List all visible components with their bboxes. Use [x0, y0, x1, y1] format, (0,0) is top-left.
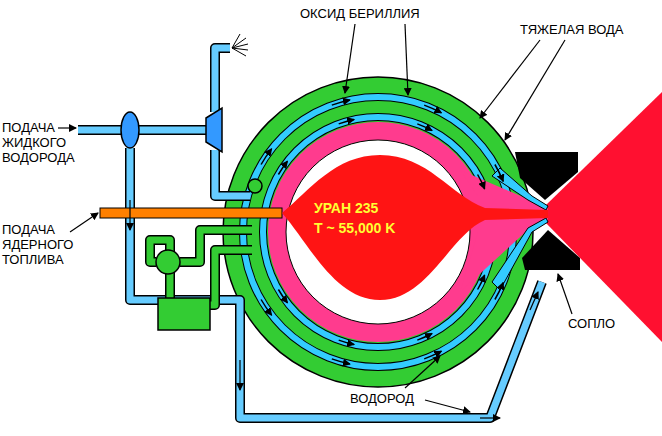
fuel-stream	[484, 208, 548, 220]
flow-arrow	[417, 124, 432, 131]
exhaust-plume	[545, 92, 662, 342]
flow-arrow	[278, 290, 287, 303]
nozzle-body	[522, 230, 580, 270]
part-label: СОПЛО	[568, 316, 615, 331]
fuel-feed-pipe	[100, 208, 282, 218]
part-label: ВОДОРОД	[350, 391, 414, 406]
flow-arrow	[424, 105, 441, 113]
flow-arrow	[495, 165, 503, 182]
flow-arrow	[278, 161, 287, 174]
nozzle-body	[515, 152, 578, 200]
flow-arrow	[332, 359, 350, 364]
heavy-water-pipes	[150, 230, 252, 305]
flow-arrows	[261, 100, 503, 364]
core-temperature: T ~ 55,000 K	[314, 218, 395, 238]
exhaust-spray	[232, 34, 248, 56]
heat-exchanger	[158, 298, 210, 330]
heavy-water-pump	[156, 250, 180, 274]
core-text: УРАН 235T ~ 55,000 K	[314, 198, 395, 238]
flow-arrow	[339, 340, 354, 344]
hydrogen-channel	[243, 97, 513, 367]
hydrogen-channel-outline	[243, 97, 513, 367]
part-label: ПОДАЧА ЖИДКОГО ВОДОРОДА	[2, 120, 82, 165]
flow-arrow	[261, 149, 272, 165]
pump	[121, 112, 139, 148]
leader-lines	[58, 24, 572, 418]
flow-arrow	[261, 300, 272, 316]
flow-arrow	[424, 351, 441, 359]
flow-arrow	[417, 334, 432, 341]
hydrogen-channel	[263, 117, 493, 347]
turbine	[206, 108, 222, 152]
flow-arrow	[339, 120, 354, 124]
hydrogen-pipes	[78, 48, 542, 418]
part-label: ТЯЖЕЛАЯ ВОДА	[520, 22, 623, 37]
fuel-core-outline	[282, 155, 485, 300]
flow-arrow	[495, 283, 503, 300]
flow-arrow	[332, 100, 350, 105]
fuel-core: УРАН 235T ~ 55,000 K	[280, 150, 486, 306]
part-label: ОКСИД БЕРИЛЛИЯ	[300, 6, 420, 21]
valve	[248, 179, 262, 193]
hydrogen-channel-outline	[263, 117, 493, 347]
flow-arrow	[478, 175, 485, 189]
core-title: УРАН 235	[314, 198, 395, 218]
flow-arrow	[478, 275, 485, 289]
part-label: ПОДАЧА ЯДЕРНОГО ТОПЛИВА	[2, 222, 82, 267]
